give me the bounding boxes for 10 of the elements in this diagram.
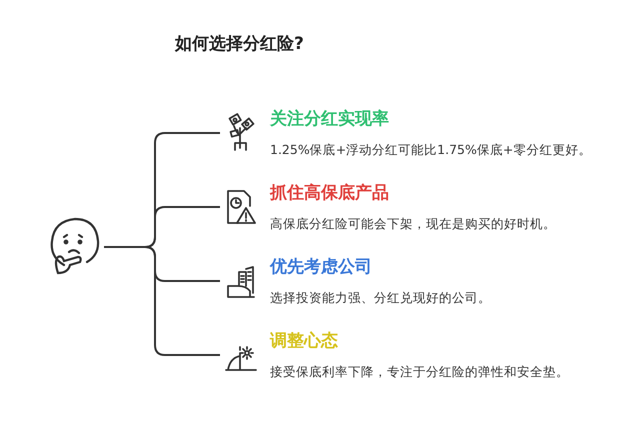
heading: 调整心态	[270, 330, 338, 352]
description: 接受保底利率下降，专注于分红险的弹性和安全垫。	[270, 363, 569, 381]
description: 高保底分红险可能会下架，现在是购买的好时机。	[270, 215, 556, 233]
description: 1.25%保底+浮动分红可能比1.75%保底+零分红更好。	[270, 141, 592, 159]
title: 如何选择分红险?	[175, 33, 304, 55]
connector-line	[104, 246, 220, 356]
heading: 优先考虑公司	[270, 256, 372, 278]
heading: 关注分红实现率	[270, 108, 389, 130]
heading: 抓住高保底产品	[270, 182, 389, 204]
description: 选择投资能力强、分红兑现好的公司。	[270, 289, 491, 307]
